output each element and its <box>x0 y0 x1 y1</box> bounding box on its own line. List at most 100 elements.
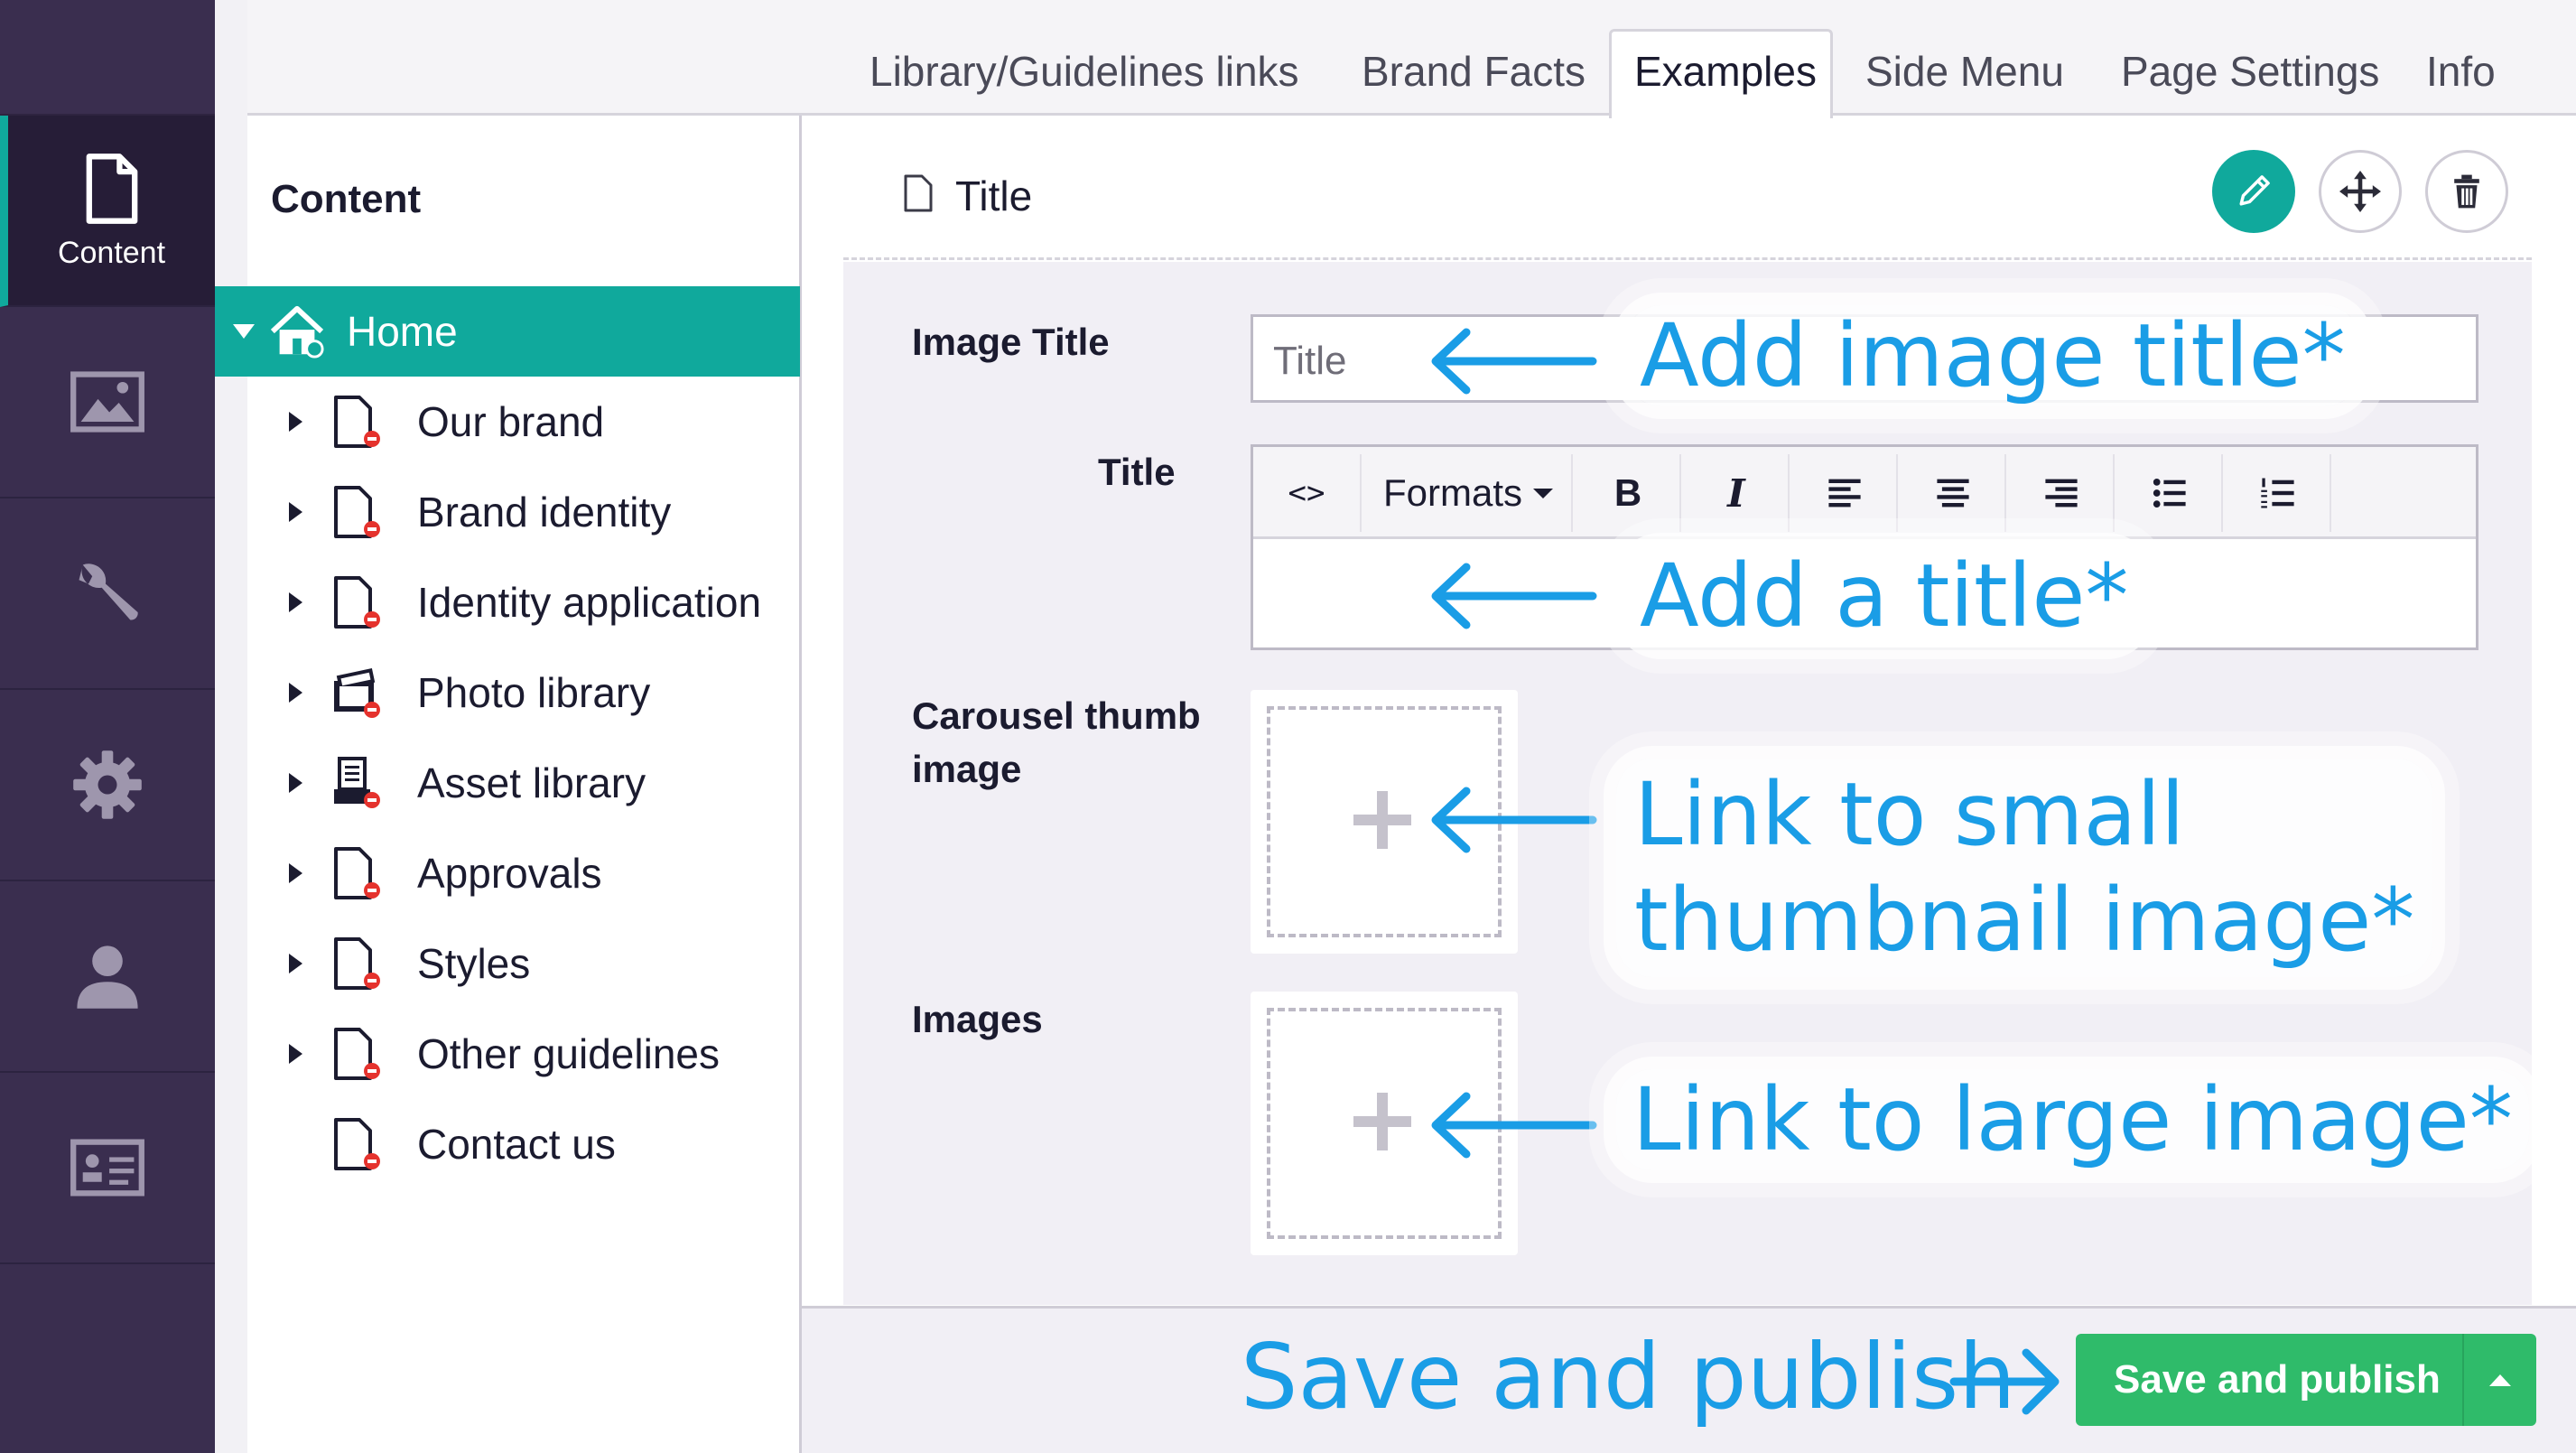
tree-item-identity-application[interactable]: Identity application <box>215 557 800 647</box>
italic-button[interactable]: I <box>1685 454 1790 532</box>
annotation-arrow-left-icon <box>1431 328 1597 395</box>
delete-button[interactable] <box>2425 150 2508 233</box>
tree-item-home[interactable]: Home <box>215 286 800 377</box>
tab-page-settings[interactable]: Page Settings <box>2121 48 2380 95</box>
sidebar-item-settings[interactable] <box>0 690 215 881</box>
asset-icon <box>334 757 380 808</box>
image-title-label: Image Title <box>912 321 1110 363</box>
annotation-arrow-left-icon <box>1431 563 1597 629</box>
annotation-arrow-left-icon <box>1431 1092 1597 1159</box>
tab-info[interactable]: Info <box>2426 48 2496 95</box>
tree-item-label: Approvals <box>417 850 602 897</box>
pencil-icon <box>2239 175 2270 206</box>
tab-brand-facts[interactable]: Brand Facts <box>1362 48 1586 95</box>
caret-right-icon[interactable] <box>289 773 302 793</box>
move-button[interactable] <box>2319 150 2402 233</box>
tree-item-brand-identity[interactable]: Brand identity <box>215 467 800 557</box>
tree-item-other-guidelines[interactable]: Other guidelines <box>215 1009 800 1099</box>
tree-item-label: Other guidelines <box>417 1030 720 1077</box>
tree-header-strip <box>215 0 802 116</box>
align-left-button[interactable] <box>1793 454 1898 532</box>
save-and-publish-button[interactable]: Save and publish <box>2076 1334 2536 1426</box>
tree-item-label: Brand identity <box>417 489 672 536</box>
title-label: Title <box>1098 451 1176 493</box>
home-icon <box>270 305 324 359</box>
tab-examples[interactable]: Examples <box>1634 48 1817 95</box>
plus-icon <box>1353 791 1411 849</box>
edit-button[interactable] <box>2212 150 2295 233</box>
align-center-button[interactable] <box>1902 454 2006 532</box>
annotation-large-image: Link to large image* <box>1616 1069 2529 1170</box>
caret-right-icon[interactable] <box>289 502 302 522</box>
tree-gutter <box>215 0 247 1453</box>
numbered-list-button[interactable] <box>2227 454 2331 532</box>
tree-item-contact-us[interactable]: Contact us <box>215 1099 800 1189</box>
tree-item-label: Styles <box>417 940 531 987</box>
move-icon <box>2339 171 2381 212</box>
photo-folder-icon <box>334 668 380 718</box>
image-title-value: Title <box>1273 339 1347 383</box>
tab-side-menu[interactable]: Side Menu <box>1865 48 2064 95</box>
numbered-list-icon <box>2261 478 2294 508</box>
bold-icon: B <box>1613 471 1642 514</box>
bullet-list-button[interactable] <box>2118 454 2223 532</box>
content-tree-panel <box>215 0 802 1453</box>
trash-icon <box>2454 174 2479 209</box>
sidebar-top <box>0 0 215 116</box>
annotation-image-title: Add image title* <box>1625 305 2360 406</box>
tab-active-background <box>1609 29 1833 118</box>
sidebar-item-content[interactable]: Content <box>0 116 215 307</box>
source-code-button[interactable]: <> <box>1253 454 1362 532</box>
caret-right-icon[interactable] <box>289 954 302 973</box>
caret-right-icon[interactable] <box>289 683 302 703</box>
sidebar-item-media[interactable] <box>0 307 215 498</box>
tab-library-guidelines-links[interactable]: Library/Guidelines links <box>870 48 1299 95</box>
caret-right-icon[interactable] <box>289 592 302 612</box>
document-icon <box>334 486 380 538</box>
document-icon <box>86 153 137 224</box>
gear-icon <box>73 750 142 819</box>
tree-item-styles[interactable]: Styles <box>215 918 800 1009</box>
italic-icon: I <box>1727 470 1745 516</box>
caret-right-icon[interactable] <box>289 863 302 883</box>
tree-item-approvals[interactable]: Approvals <box>215 828 800 918</box>
save-and-publish-label: Save and publish <box>2114 1357 2441 1402</box>
tree-title: Content <box>271 177 422 221</box>
carousel-thumb-label: Carousel thumb image <box>912 690 1201 796</box>
annotation-publish: Save and publish <box>1241 1324 2016 1430</box>
contact-card-icon <box>70 1139 144 1197</box>
formats-dropdown[interactable]: Formats <box>1365 454 1573 532</box>
bold-button[interactable]: B <box>1576 454 1681 532</box>
tree-item-asset-library[interactable]: Asset library <box>215 738 800 828</box>
carousel-thumb-label-line1: Carousel thumb <box>912 694 1201 737</box>
code-icon: <> <box>1288 475 1325 511</box>
document-icon <box>334 1028 380 1080</box>
caret-down-icon[interactable] <box>233 324 255 339</box>
document-icon <box>334 937 380 990</box>
document-icon <box>334 396 380 448</box>
tree-item-label: Photo library <box>417 669 651 716</box>
plus-icon <box>1353 1093 1411 1150</box>
carousel-thumb-label-line2: image <box>912 747 1022 790</box>
tree-item-label: Our brand <box>417 398 605 445</box>
annotation-arrow-right-icon <box>1949 1348 2060 1415</box>
caret-down-icon <box>1533 488 1553 498</box>
annotation-arrow-left-icon <box>1431 787 1597 853</box>
divider <box>843 257 2532 260</box>
sidebar-item-settings-tools[interactable] <box>0 498 215 690</box>
tree-item-our-brand[interactable]: Our brand <box>215 377 800 467</box>
sidebar-item-label: Content <box>57 235 166 270</box>
caret-right-icon[interactable] <box>289 412 302 432</box>
user-icon <box>77 945 138 1009</box>
publish-options-toggle[interactable] <box>2462 1334 2536 1426</box>
align-right-button[interactable] <box>2010 454 2115 532</box>
sidebar-item-members[interactable] <box>0 1073 215 1264</box>
block-title: Title <box>955 172 1033 219</box>
tree-item-label: Home <box>347 308 458 355</box>
caret-right-icon[interactable] <box>289 1044 302 1064</box>
formats-label: Formats <box>1382 471 1522 514</box>
sidebar-item-users[interactable] <box>0 881 215 1073</box>
wrench-icon <box>79 564 138 620</box>
document-icon <box>334 847 380 899</box>
tree-item-photo-library[interactable]: Photo library <box>215 647 800 738</box>
